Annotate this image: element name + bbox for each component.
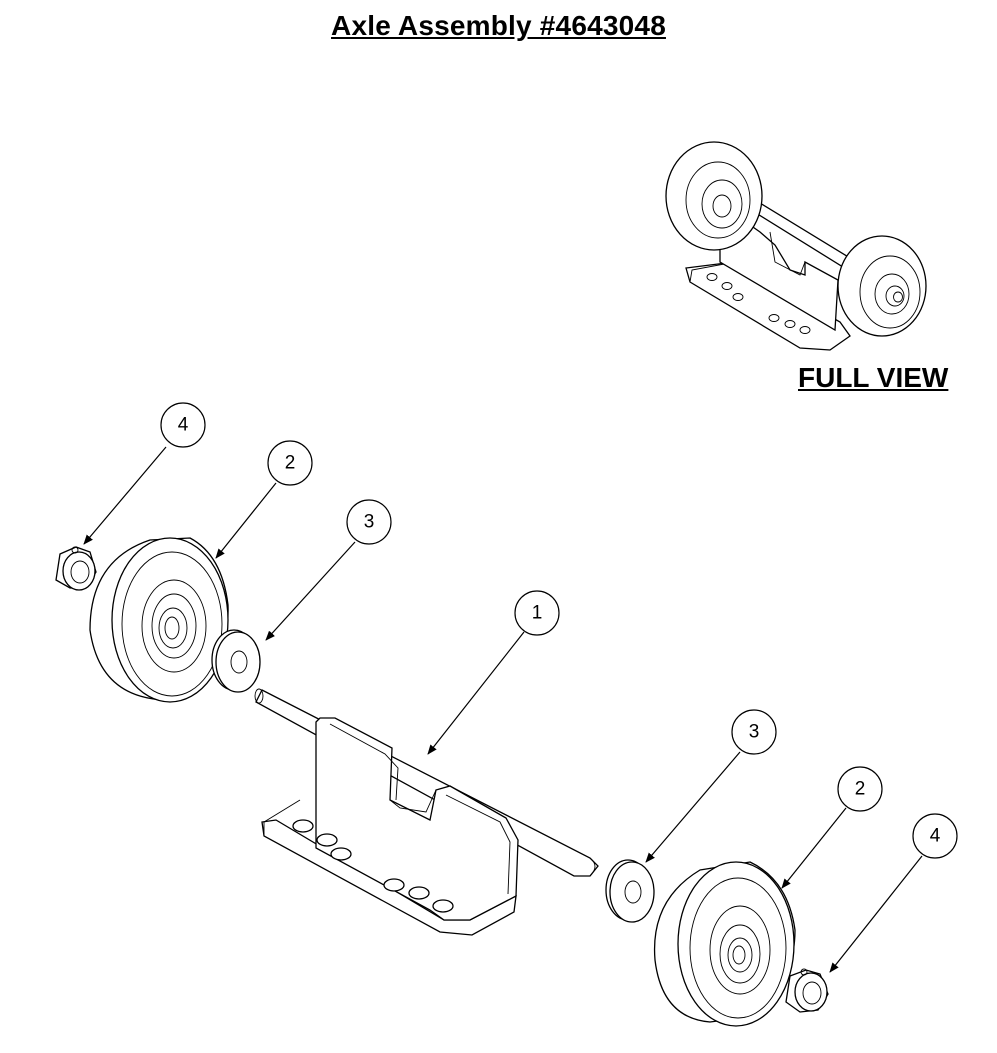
balloon-washer-left: 3 bbox=[346, 499, 392, 545]
balloon-label: 2 bbox=[285, 453, 296, 474]
balloon-label: 3 bbox=[749, 722, 760, 743]
right-washer bbox=[605, 859, 655, 923]
balloon-label: 2 bbox=[855, 779, 866, 800]
leader-lines bbox=[83, 446, 923, 973]
right-shaft-collar bbox=[785, 968, 829, 1013]
left-shaft-collar bbox=[55, 546, 97, 591]
axle-bracket-part bbox=[254, 688, 599, 936]
balloon-wheel-right: 2 bbox=[837, 766, 883, 812]
full-view-label: FULL VIEW bbox=[798, 362, 949, 393]
balloon-label: 4 bbox=[930, 826, 941, 847]
balloon-label: 4 bbox=[178, 415, 189, 436]
left-washer bbox=[211, 629, 261, 693]
full-view-assembly bbox=[665, 141, 927, 351]
balloon-collar-right: 4 bbox=[912, 813, 958, 859]
right-wheel bbox=[653, 861, 796, 1027]
balloon-label: 3 bbox=[364, 512, 375, 533]
balloon-axle-bracket: 1 bbox=[514, 590, 560, 636]
balloon-washer-right: 3 bbox=[731, 709, 777, 755]
left-wheel bbox=[89, 537, 229, 703]
drawing-title: Axle Assembly #4643048 bbox=[331, 10, 666, 41]
balloon-collar-left: 4 bbox=[160, 402, 206, 448]
balloon-label: 1 bbox=[532, 603, 543, 624]
balloon-wheel-left: 2 bbox=[267, 440, 313, 486]
